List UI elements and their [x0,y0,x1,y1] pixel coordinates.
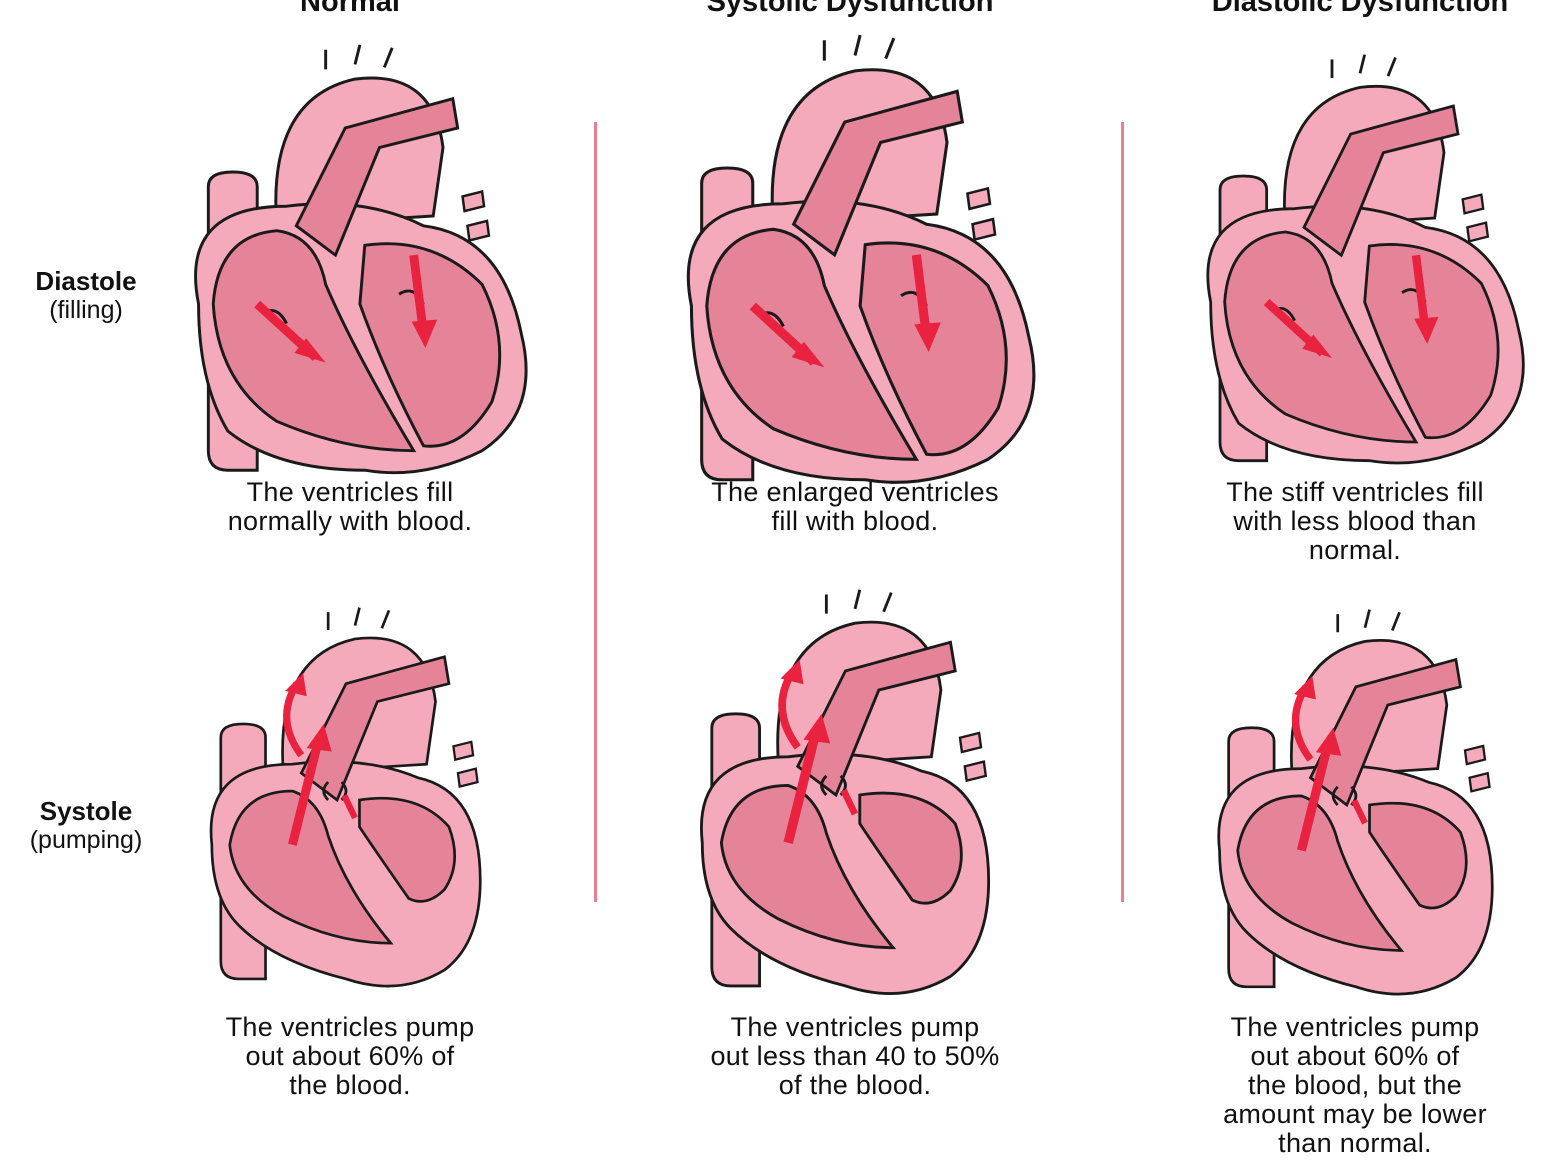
row-label-diastole-title: Diastole [35,266,137,296]
caption-line: normal. [1308,535,1402,565]
caption-systolic-systole: The ventricles pump out less than 40 to … [630,1013,1080,1100]
caption-line: the blood. [289,1070,411,1100]
caption-line: The ventricles fill [246,477,454,507]
caption-line: of the blood. [778,1070,932,1100]
caption-line: with less blood than [1233,506,1477,536]
heart-systolic-diastole [640,30,1070,490]
caption-line: fill with blood. [771,506,939,536]
caption-line: The stiff ventricles fill [1226,477,1484,507]
heart-normal-diastole [165,40,545,480]
row-label-diastole: Diastole (filling) [0,266,172,324]
column-title-diastolic: Diastolic Dysfunction [1211,0,1509,18]
caption-line: amount may be lower [1223,1099,1487,1129]
heart-diastolic-diastole [1180,50,1540,470]
row-label-systole-title: Systole [39,796,133,826]
caption-normal-diastole: The ventricles fill normally with blood. [150,478,550,536]
caption-normal-systole: The ventricles pump out about 60% of the… [150,1013,550,1100]
caption-line: out about 60% of [1250,1041,1460,1071]
row-label-systole: Systole (pumping) [0,796,172,854]
caption-line: The enlarged ventricles [711,477,999,507]
heart-normal-systole [185,600,525,1000]
heart-diastolic-systole [1190,605,1540,1005]
column-divider-2 [1121,122,1124,902]
caption-line: the blood, but the [1247,1070,1463,1100]
caption-line: than normal. [1278,1128,1432,1158]
caption-line: out less than 40 to 50% [710,1041,1000,1071]
caption-line: normally with blood. [227,506,473,536]
caption-line: out about 60% of [245,1041,455,1071]
column-divider-1 [594,122,597,902]
column-title-systolic: Systolic Dysfunction [706,0,994,18]
heart-systolic-systole [670,585,1040,1005]
row-label-diastole-sub: (filling) [49,296,123,324]
caption-systolic-diastole: The enlarged ventricles fill with blood. [630,478,1080,536]
column-title-normal: Normal [300,0,400,18]
caption-line: The ventricles pump [225,1012,475,1042]
caption-line: The ventricles pump [730,1012,980,1042]
caption-line: The ventricles pump [1230,1012,1480,1042]
caption-diastolic-diastole: The stiff ventricles fill with less bloo… [1150,478,1560,565]
row-label-systole-sub: (pumping) [29,826,143,854]
caption-diastolic-systole: The ventricles pump out about 60% of the… [1150,1013,1560,1158]
